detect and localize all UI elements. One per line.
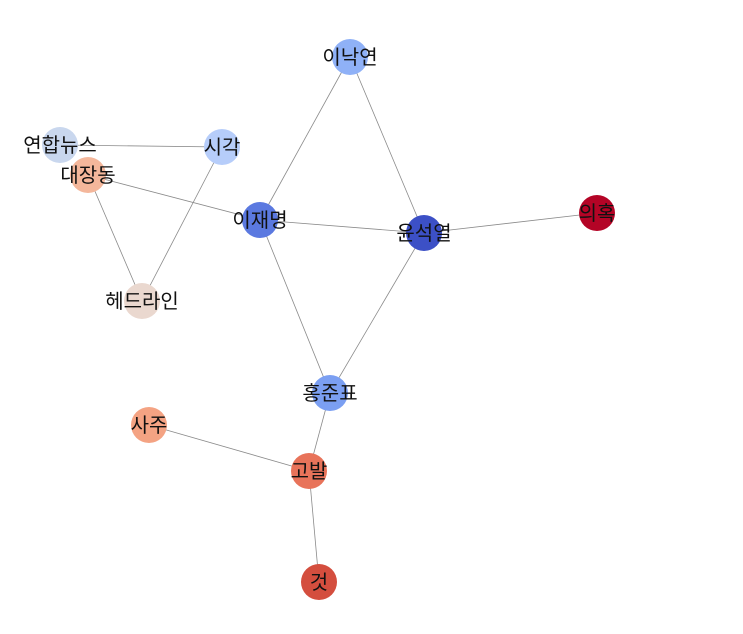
node-yoon[interactable]: 윤석열 — [396, 215, 452, 251]
node-label: 대장동 — [60, 163, 115, 187]
node-label: 사주 — [131, 413, 168, 437]
edge-daejang-leejm — [87, 174, 261, 221]
node-circle — [70, 157, 106, 193]
edge-leenakyeon-leejm — [259, 56, 351, 221]
node-saju[interactable]: 사주 — [131, 407, 168, 443]
edge-yoon-uihok — [423, 212, 598, 234]
edge-layer — [59, 56, 598, 583]
node-circle — [204, 129, 240, 165]
node-label: 시각 — [204, 135, 241, 159]
node-label: 이재명 — [232, 208, 287, 232]
node-circle — [332, 39, 368, 75]
node-yonhap[interactable]: 연합뉴스 — [23, 127, 97, 163]
edge-sigak-headline — [141, 146, 223, 302]
node-label: 고발 — [291, 459, 328, 483]
node-circle — [42, 127, 78, 163]
node-label: 윤석열 — [396, 221, 451, 245]
node-headline[interactable]: 헤드라인 — [105, 283, 179, 319]
edge-leejm-hongjp — [259, 219, 331, 394]
node-hongjp[interactable]: 홍준표 — [302, 375, 358, 411]
node-circle — [406, 215, 442, 251]
edge-saju-gobal — [148, 424, 310, 472]
node-circle — [242, 202, 278, 238]
edge-gobal-geot — [308, 470, 320, 583]
node-circle — [579, 195, 615, 231]
edge-leejm-yoon — [259, 219, 425, 234]
node-label: 홍준표 — [302, 381, 357, 405]
node-label: 헤드라인 — [105, 289, 179, 313]
node-leejm[interactable]: 이재명 — [232, 202, 288, 238]
node-daejang[interactable]: 대장동 — [60, 157, 116, 193]
edge-daejang-headline — [87, 174, 143, 302]
edge-yoon-hongjp — [329, 232, 425, 394]
edge-leenakyeon-yoon — [349, 56, 425, 234]
node-label: 이낙연 — [322, 45, 377, 69]
node-circle — [301, 564, 337, 600]
node-leenakyeon[interactable]: 이낙연 — [322, 39, 378, 75]
node-sigak[interactable]: 시각 — [204, 129, 241, 165]
node-circle — [312, 375, 348, 411]
node-circle — [291, 453, 327, 489]
edge-yonhap-sigak — [59, 144, 223, 148]
node-circle — [131, 407, 167, 443]
node-label: 의혹 — [579, 201, 616, 225]
node-circle — [124, 283, 160, 319]
node-geot[interactable]: 것 — [301, 564, 337, 600]
node-label: 연합뉴스 — [23, 133, 97, 157]
node-uihok[interactable]: 의혹 — [579, 195, 616, 231]
node-label: 것 — [310, 570, 328, 594]
node-gobal[interactable]: 고발 — [291, 453, 328, 489]
